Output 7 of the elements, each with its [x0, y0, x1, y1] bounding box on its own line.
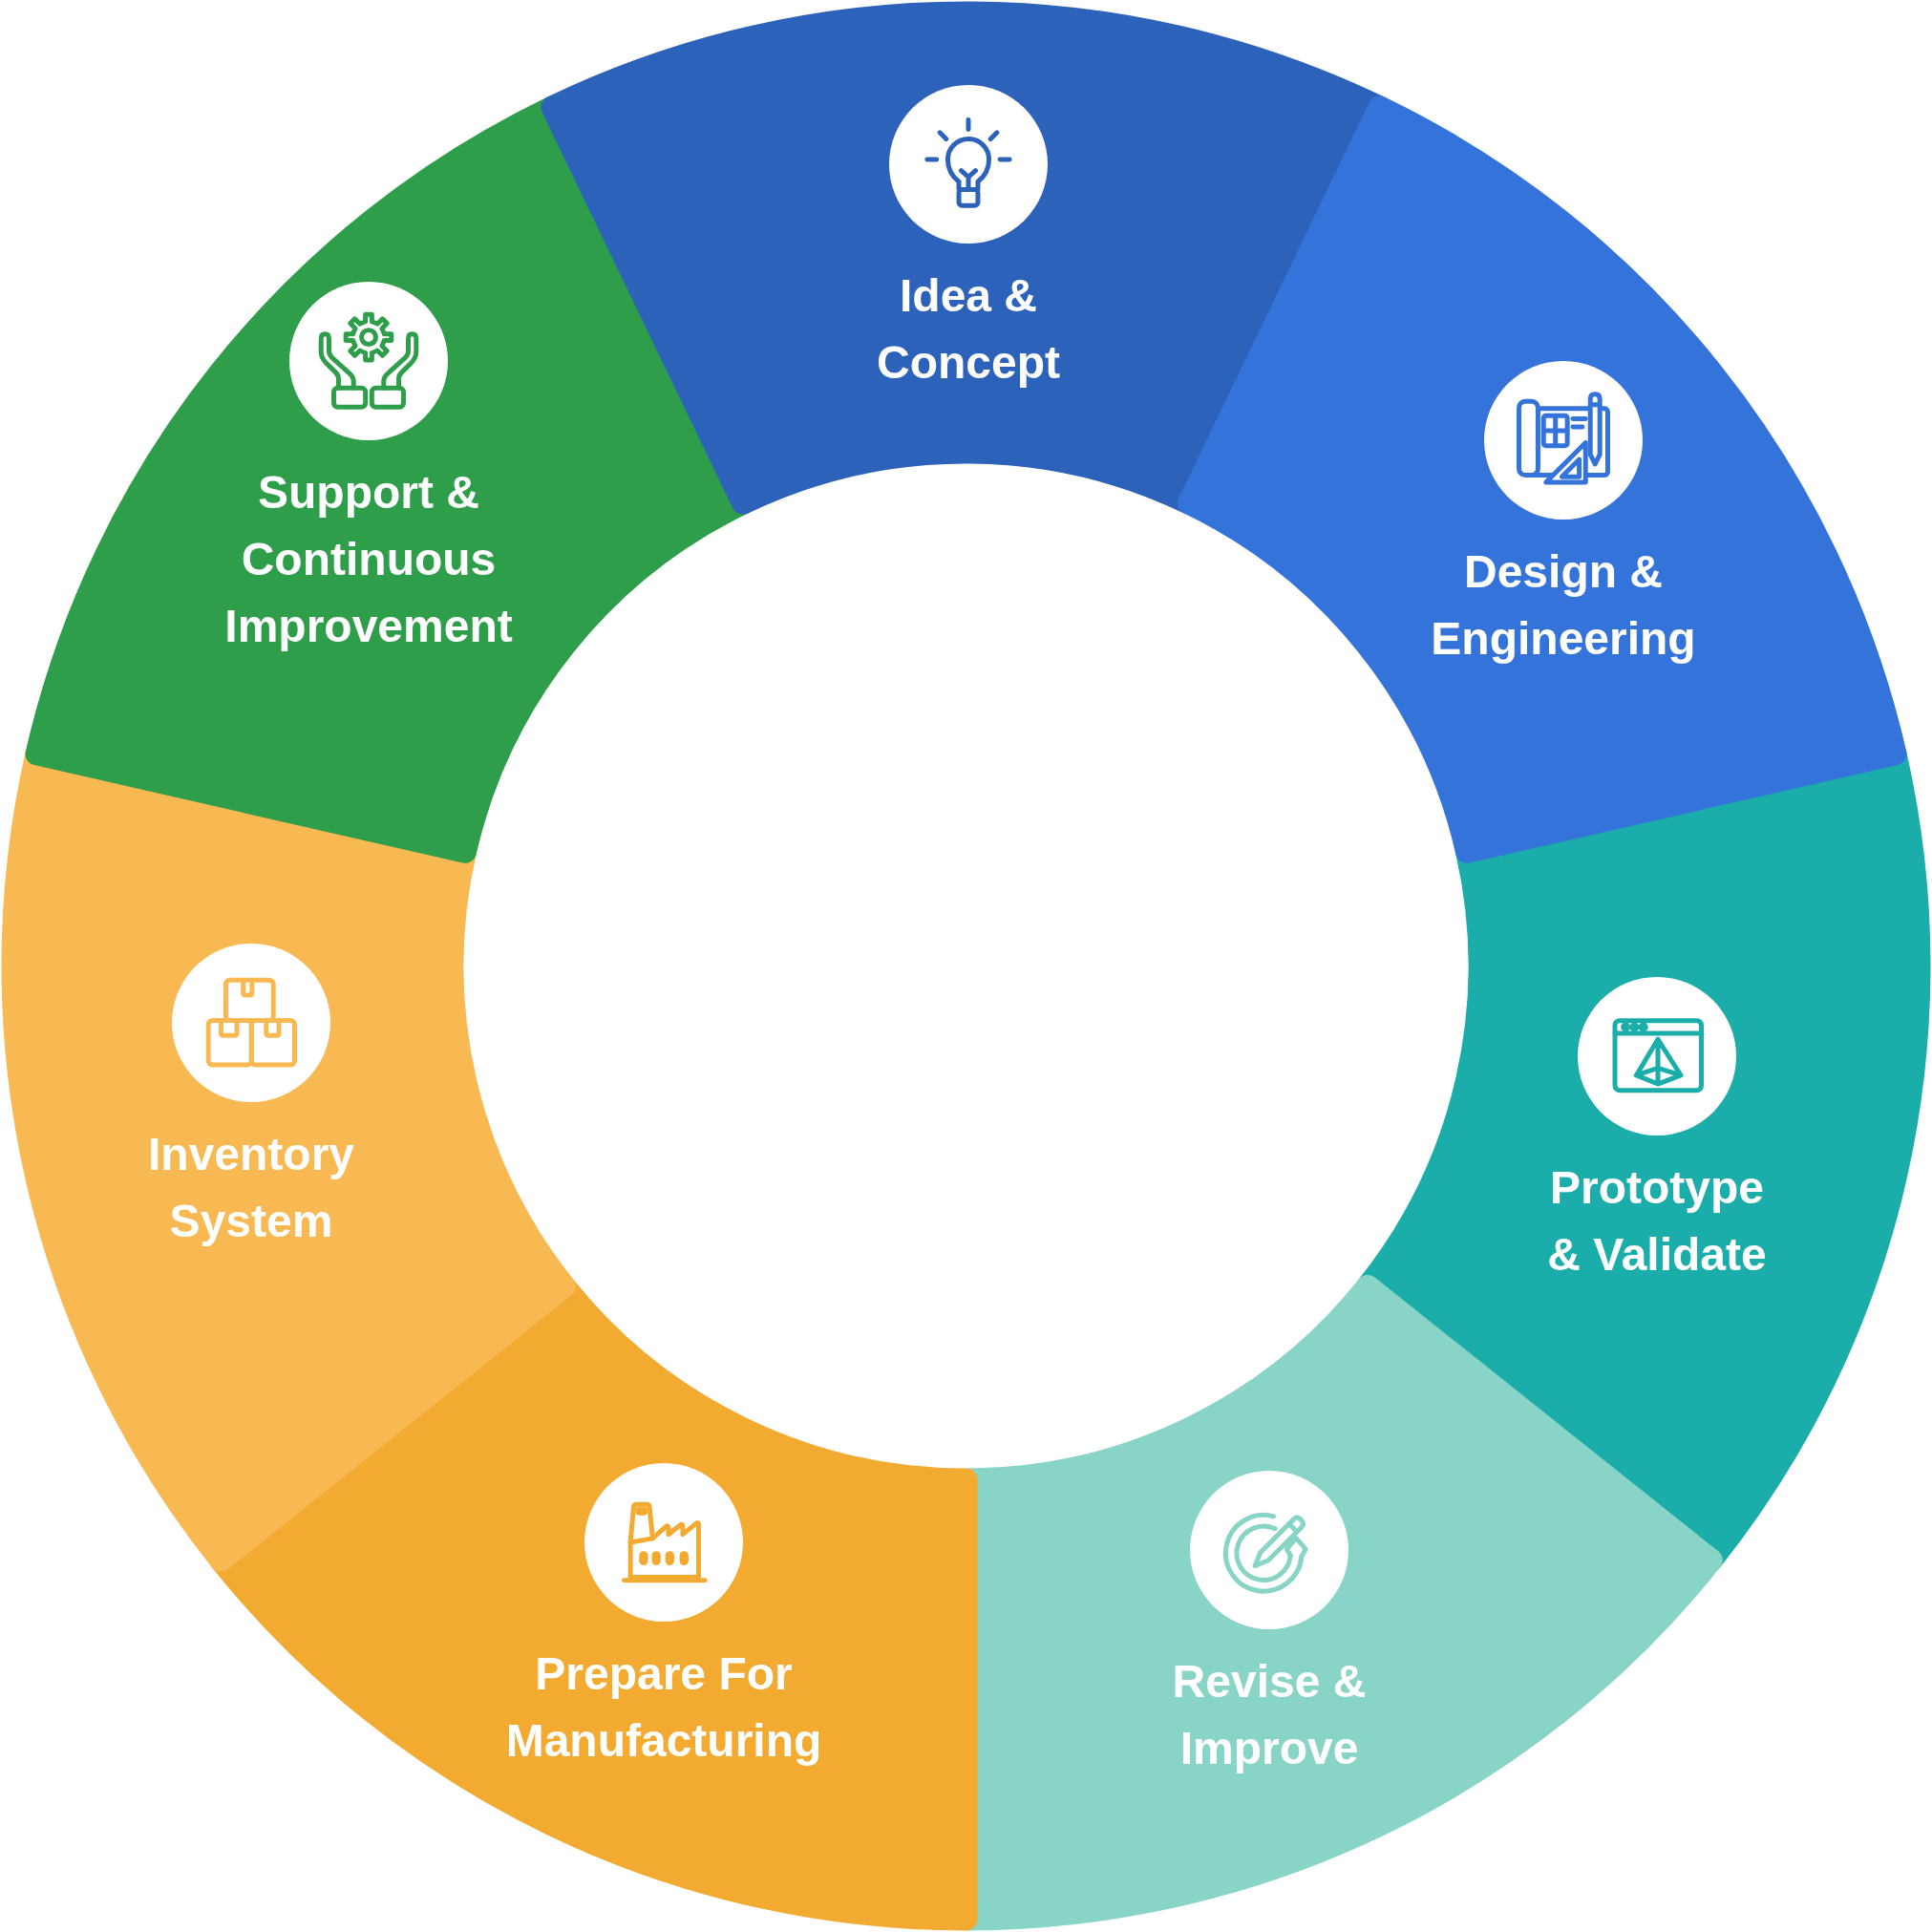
stage-title: Prototype & Validate: [1547, 1162, 1767, 1280]
stage-title: Support & Continuous Improvement: [224, 467, 513, 651]
stage-title: Prepare For Manufacturing: [505, 1648, 822, 1766]
stage-title: Inventory System: [147, 1129, 354, 1246]
stage-title: Idea & Concept: [877, 270, 1060, 388]
stage-title: Design & Engineering: [1431, 546, 1696, 664]
stage-title: Revise & Improve: [1172, 1656, 1367, 1773]
